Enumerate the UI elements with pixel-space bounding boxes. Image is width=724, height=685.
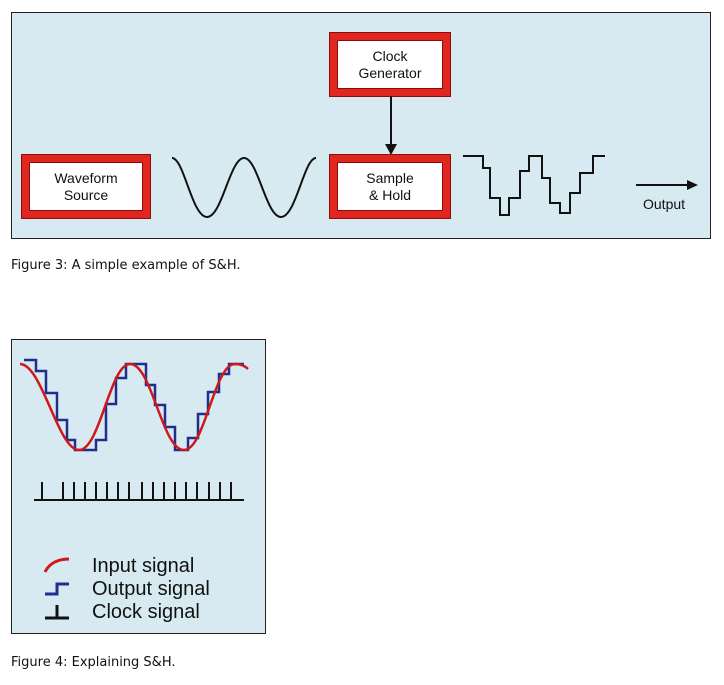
figure4-signals: Input signal Output signal Clock signal: [19, 358, 249, 623]
waveform-source-label: Waveform Source: [54, 169, 118, 203]
input-sine-wave: [171, 156, 317, 219]
legend-clock-label: Clock signal: [92, 601, 200, 623]
figure4-legend: Input signal Output signal Clock signal: [43, 555, 210, 623]
sample-hold-block: Sample & Hold: [330, 155, 450, 218]
figure3-caption: Figure 3: A simple example of S&H.: [11, 258, 241, 273]
legend-output-label: Output signal: [92, 578, 210, 600]
output-arrowhead: [687, 180, 698, 190]
sample-hold-label: Sample & Hold: [366, 169, 414, 203]
figure3-diagram-panel: Waveform Source Clock Generator Sample &…: [11, 12, 711, 239]
clock-signal-swatch-icon: [45, 605, 69, 620]
figure4-diagram-panel: Input signal Output signal Clock signal: [11, 339, 266, 634]
output-label: Output: [643, 196, 685, 212]
figure4-caption: Figure 4: Explaining S&H.: [11, 655, 176, 670]
output-signal-swatch-icon: [45, 582, 69, 596]
output-signal-trace: [24, 358, 244, 452]
input-signal-trace: [19, 362, 249, 452]
figure3-signals: Output: [171, 96, 698, 219]
stepped-output-wave: [463, 155, 605, 216]
input-signal-swatch-icon: [43, 557, 70, 573]
clock-signal-trace: [34, 482, 244, 501]
waveform-source-block: Waveform Source: [22, 155, 150, 218]
clock-generator-label: Clock Generator: [358, 47, 422, 81]
legend-input-label: Input signal: [92, 555, 194, 577]
clock-generator-block: Clock Generator: [330, 33, 450, 96]
clock-to-sample-arrowhead: [385, 144, 397, 155]
